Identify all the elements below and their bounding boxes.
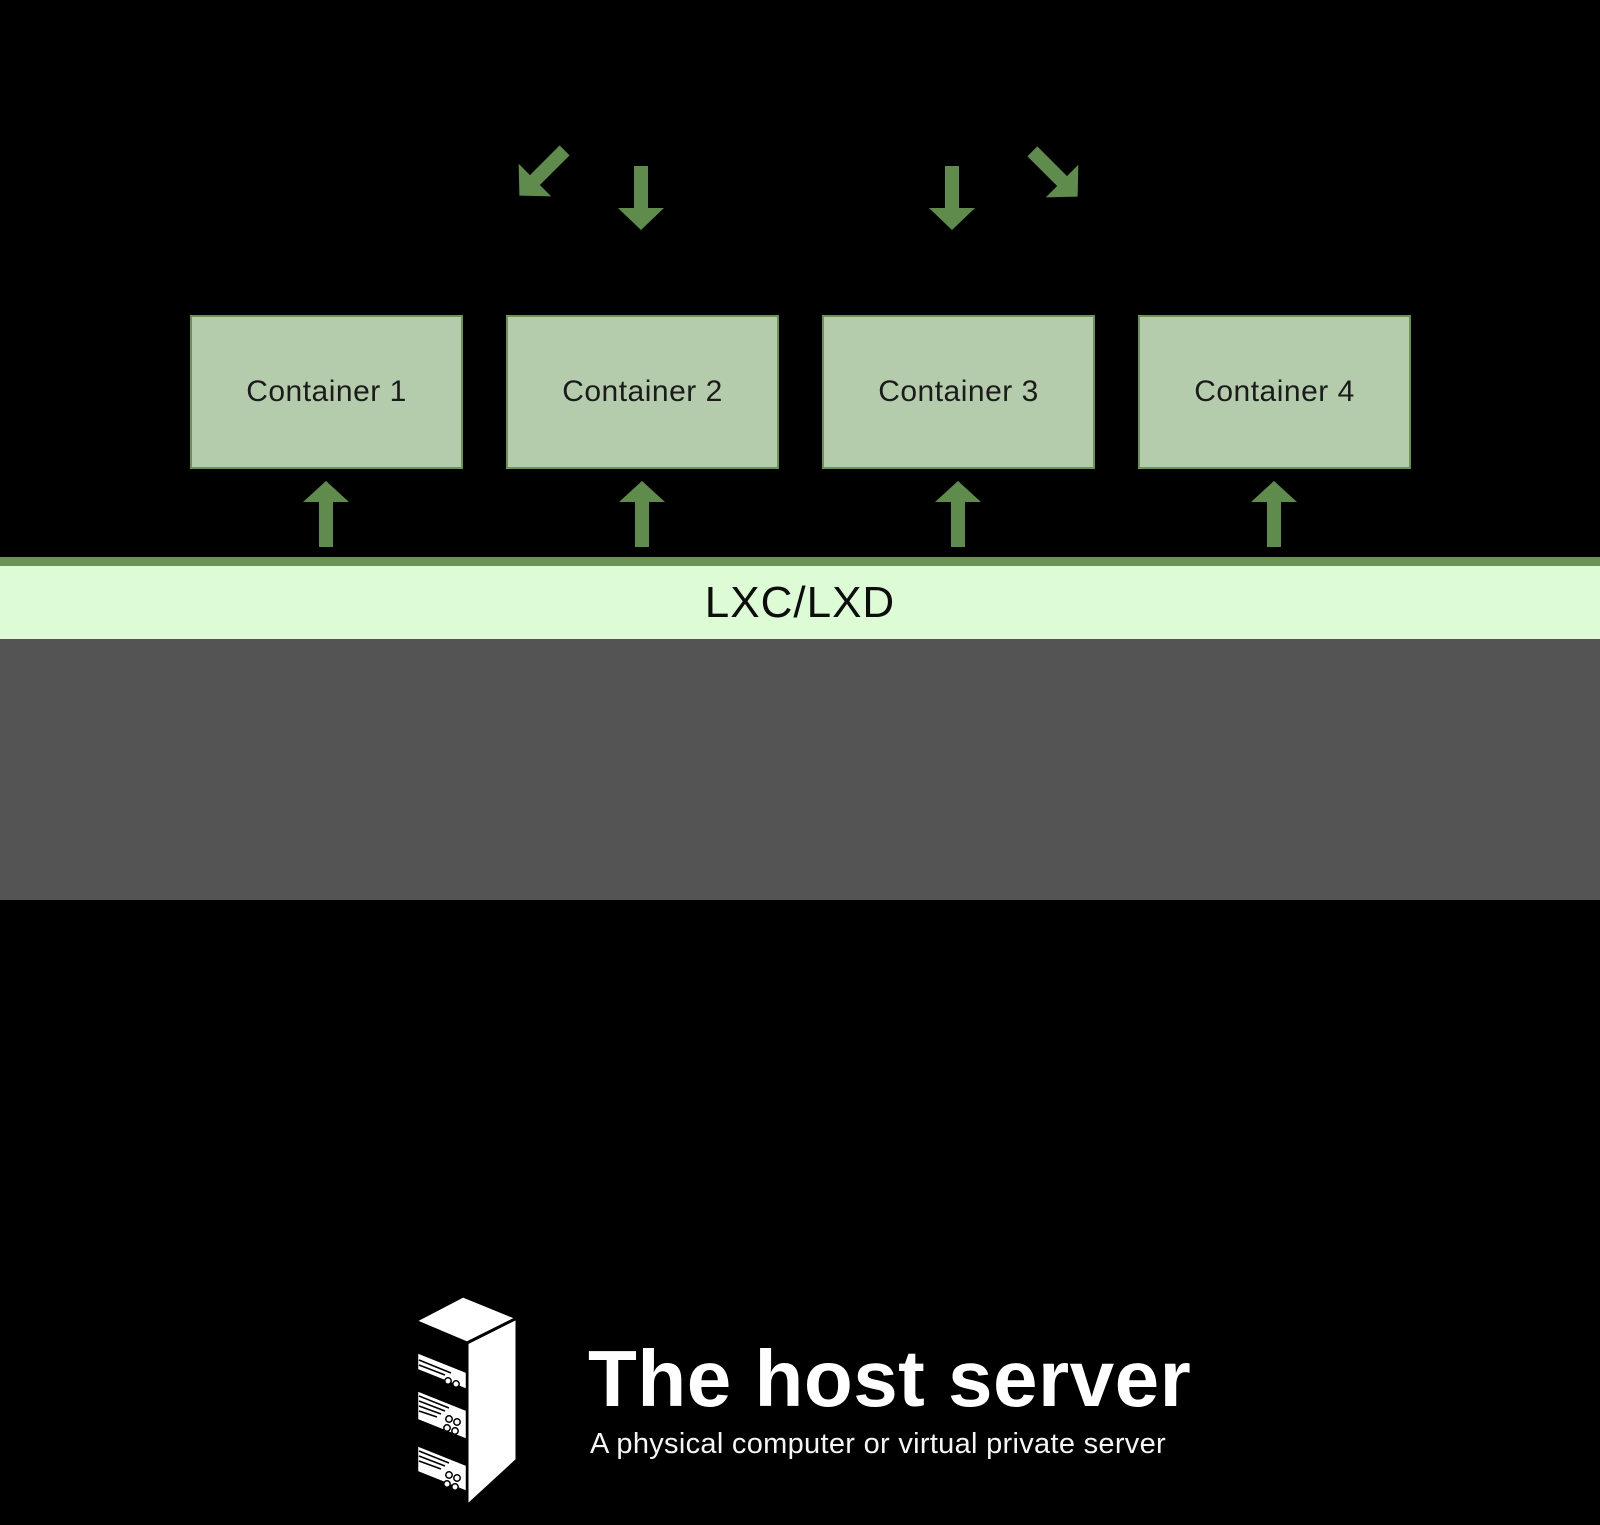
arrow-diagonal-down-left-icon [502, 133, 581, 212]
container-3-label: Container 3 [878, 375, 1039, 408]
host-subtitle: A physical computer or virtual private s… [590, 1428, 1166, 1460]
host-text-block: The host server A physical computer or v… [588, 1333, 1191, 1461]
lxc-lxd-layer-bar: LXC/LXD [0, 557, 1600, 639]
diagram-canvas: Container 1 Container 2 Container 3 Cont… [0, 133, 1600, 1518]
container-1-box: Container 1 [190, 315, 463, 469]
lxc-lxd-label: LXC/LXD [704, 577, 896, 627]
container-4-label: Container 4 [1194, 375, 1355, 408]
arrow-up-icon [935, 481, 981, 547]
container-1-label: Container 1 [246, 375, 407, 408]
container-3-box: Container 3 [822, 315, 1095, 469]
host-server-section: The host server A physical computer or v… [0, 639, 1600, 1518]
container-4-box: Container 4 [1138, 315, 1411, 469]
arrow-up-icon [303, 481, 349, 547]
arrow-up-icon [1251, 481, 1297, 547]
arrow-down-icon [618, 165, 664, 231]
arrow-diagonal-down-right-icon [1015, 134, 1094, 213]
container-2-box: Container 2 [506, 315, 779, 469]
container-2-label: Container 2 [562, 375, 723, 408]
server-rack-icon [403, 1290, 535, 1520]
arrow-down-icon [929, 165, 975, 231]
host-title: The host server [588, 1334, 1192, 1423]
arrow-up-icon [619, 481, 665, 547]
